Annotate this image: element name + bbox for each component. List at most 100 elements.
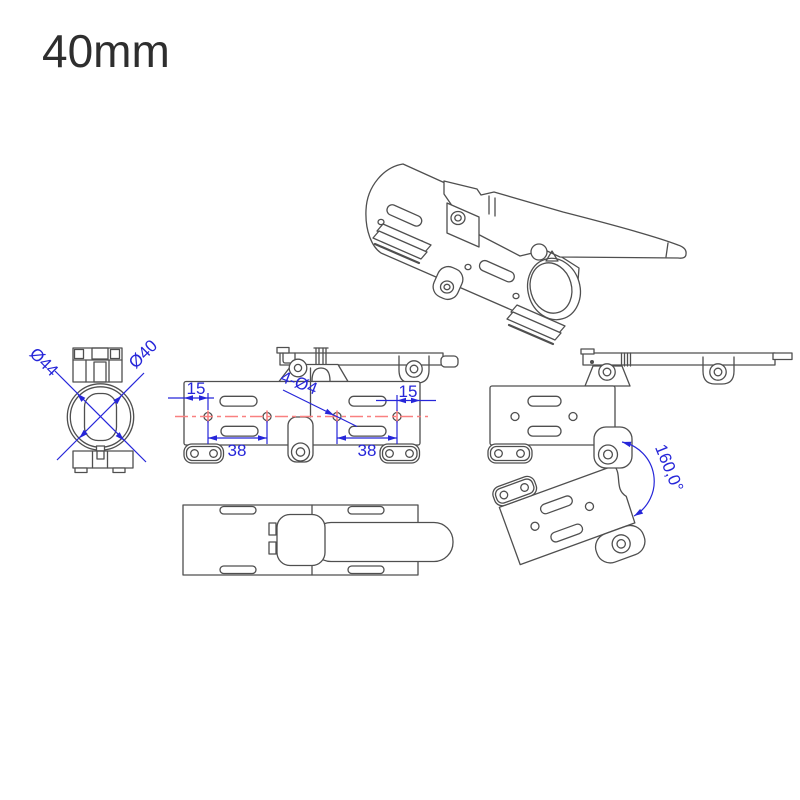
boss-tab xyxy=(702,356,735,385)
plate-slot xyxy=(527,425,562,437)
lever-body xyxy=(276,513,326,567)
cylinder-slot xyxy=(386,204,423,227)
cylinder-hole xyxy=(377,218,385,226)
dim-arrow xyxy=(79,429,88,439)
screw-dome xyxy=(311,367,331,382)
plate-slot xyxy=(539,495,573,515)
iso-foot-left-shadow xyxy=(373,242,421,265)
clamp-arm xyxy=(582,352,776,366)
foot-hole xyxy=(499,490,509,500)
dim-arrow xyxy=(113,395,122,405)
clamp-block-corner xyxy=(73,348,85,360)
bar-edge-line xyxy=(665,242,669,258)
bottom-tab xyxy=(74,467,88,474)
dim-arrow xyxy=(337,435,346,441)
dim-arrow xyxy=(199,395,208,401)
lever-handle xyxy=(311,521,454,563)
foot xyxy=(183,443,225,464)
foot-hole xyxy=(520,483,530,492)
foot-hole xyxy=(209,449,218,458)
iso-knuckle-hole-outer xyxy=(439,280,455,294)
foot-hole xyxy=(494,449,503,458)
foot-hole xyxy=(385,449,394,458)
dim-arrow xyxy=(77,393,86,402)
front-view: 15 15 38 xyxy=(168,346,459,464)
plate-slot xyxy=(219,395,258,407)
plate-slot xyxy=(347,505,385,515)
isometric-view xyxy=(365,163,687,346)
arm-left-tab xyxy=(276,346,290,354)
size-label: 40mm xyxy=(42,25,170,77)
dim-spacing-left: 38 xyxy=(207,421,268,460)
end-view: Ø44 Ø40 xyxy=(26,336,161,474)
angle-arc xyxy=(621,441,655,517)
clamp-block-tab xyxy=(91,347,109,360)
plate-slot xyxy=(347,565,385,575)
arm-left-detail xyxy=(590,360,594,364)
centerline xyxy=(175,410,428,423)
plate-slot xyxy=(550,523,584,543)
iso-foot-center-lower xyxy=(506,311,562,341)
arm-left-tab xyxy=(580,348,595,355)
bottom-view xyxy=(182,504,454,576)
hinge-boss-inner xyxy=(409,364,419,374)
bottom-stem xyxy=(95,445,106,452)
plate-slot xyxy=(219,505,257,515)
bracket-hole-outer xyxy=(450,210,466,226)
dim-fold-angle-label: 160,0° xyxy=(651,442,687,495)
knuckle-hole-outer xyxy=(611,534,631,554)
dim-outer-diameter-label: Ø44 xyxy=(26,344,62,380)
dim-spacing-right-label: 38 xyxy=(358,441,377,460)
plate-slot xyxy=(219,565,257,575)
dim-offset-right-label: 15 xyxy=(399,382,418,401)
foot-hole xyxy=(190,449,199,458)
dim-arrow xyxy=(208,435,217,441)
arm-right-hook xyxy=(440,355,459,368)
foot-hole xyxy=(405,449,414,458)
hinge-boss-outer xyxy=(288,358,308,378)
dim-arrow xyxy=(397,397,406,404)
foot-inner xyxy=(494,478,535,504)
hinge-boss-outer xyxy=(598,363,616,381)
plate-slot xyxy=(348,395,387,407)
dim-spacing-left-label: 38 xyxy=(228,441,247,460)
mount-hole xyxy=(584,501,595,512)
iso-foot-left-lower xyxy=(372,230,428,260)
side-view: 160,0° xyxy=(487,348,793,566)
foot-hole xyxy=(516,449,525,458)
cylinder-hole xyxy=(512,292,520,300)
dim-arrow xyxy=(634,508,644,516)
dim-offset-left: 15 xyxy=(168,379,214,410)
clamp-block xyxy=(72,347,123,383)
dim-spacing-right: 38 xyxy=(336,421,398,460)
knuckle-hole-inner xyxy=(295,447,306,457)
arm-right-tab xyxy=(772,352,793,361)
dim-offset-right: 15 xyxy=(376,382,436,411)
knuckle-hole-inner xyxy=(616,538,627,549)
clamp-block-corner xyxy=(109,348,121,360)
clamp-block-column xyxy=(93,361,107,383)
foot-inner xyxy=(381,445,418,462)
cylinder-slot xyxy=(478,259,515,283)
leader-arrow xyxy=(324,408,334,416)
mount-hole xyxy=(510,411,520,422)
mount-hole xyxy=(568,411,578,422)
dim-line xyxy=(56,372,145,461)
dim-arrow xyxy=(184,395,193,401)
hinge-pivot-inner xyxy=(602,449,614,460)
dim-arrow xyxy=(115,432,124,441)
dim-arrow xyxy=(622,441,632,448)
clamp-bar-top xyxy=(443,180,687,259)
foot-inner xyxy=(185,445,222,462)
hinge-boss-outer xyxy=(709,363,727,381)
dim-arrow xyxy=(388,435,397,441)
iso-foot-center-shadow xyxy=(507,323,555,346)
dim-offset-left-label: 15 xyxy=(187,379,206,398)
bottom-tab xyxy=(112,467,126,474)
plate-slot xyxy=(527,395,562,407)
dim-arrow xyxy=(258,435,267,441)
leader-line xyxy=(282,389,358,428)
knuckle-hole-outer xyxy=(290,442,311,462)
